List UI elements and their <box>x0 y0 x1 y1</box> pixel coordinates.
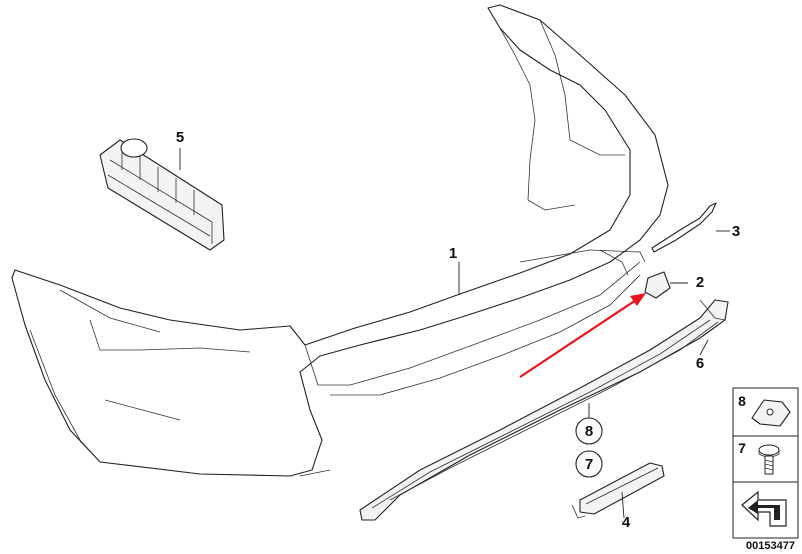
callout-3: 3 <box>732 223 740 240</box>
circled-callout-8-label: 8 <box>585 423 593 440</box>
bracket-part <box>99 138 225 251</box>
circled-callout-7: 7 <box>575 450 603 478</box>
callout-6: 6 <box>696 355 704 372</box>
legend-7-label: 7 <box>738 440 746 456</box>
cover-cap <box>644 271 671 299</box>
trim-strip <box>571 462 665 519</box>
lower-diffuser-trim <box>359 299 729 521</box>
callout-2: 2 <box>696 274 704 291</box>
callout-4: 4 <box>622 514 631 531</box>
circled-callout-8: 8 <box>575 417 603 445</box>
callout-1: 1 <box>449 245 457 262</box>
rear-bumper-panel <box>11 4 669 477</box>
screw-icon <box>758 444 780 475</box>
highlight-arrow <box>519 293 646 378</box>
fastener-legend: 8 7 <box>732 387 799 539</box>
wire-clip <box>651 202 717 253</box>
legend-8-label: 8 <box>738 393 746 409</box>
leader-lines <box>179 148 730 519</box>
document-number: 00153477 <box>746 540 795 552</box>
callout-5: 5 <box>176 129 184 146</box>
reference-arrow-icon <box>741 490 787 527</box>
clip-nut-icon <box>751 399 791 427</box>
circled-callout-7-label: 7 <box>585 456 593 473</box>
